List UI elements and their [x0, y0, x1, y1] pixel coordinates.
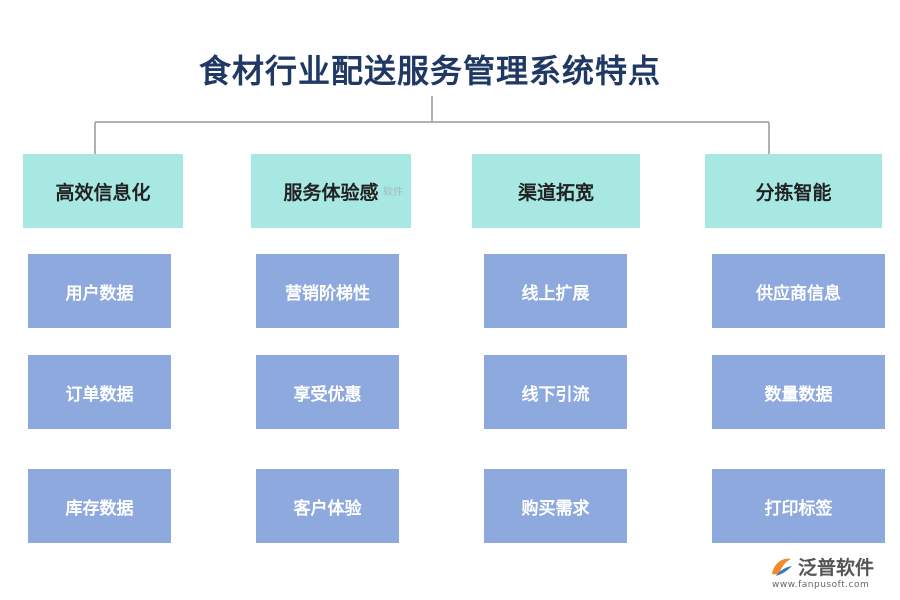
fanpu-logo-icon: [772, 558, 792, 576]
feature-box: 订单数据: [28, 355, 171, 429]
brand-url: www.fanpusoft.com: [772, 580, 870, 590]
feature-box: 库存数据: [28, 469, 171, 543]
brand-logo: 泛普软件: [768, 553, 874, 580]
brand-name: 泛普软件: [798, 557, 875, 579]
watermark-overlay: 软件: [383, 187, 403, 198]
feature-box: 购买需求: [484, 469, 627, 543]
feature-box: 享受优惠: [256, 355, 399, 429]
feature-box: 数量数据: [712, 355, 885, 429]
category-box: 服务体验感: [251, 154, 411, 228]
category-box: 高效信息化: [23, 154, 183, 228]
category-box: 渠道拓宽: [472, 154, 640, 228]
category-box: 分拣智能: [705, 154, 882, 228]
feature-box: 用户数据: [28, 254, 171, 328]
feature-box: 线下引流: [484, 355, 627, 429]
feature-box: 打印标签: [712, 469, 885, 543]
feature-box: 线上扩展: [484, 254, 627, 328]
diagram-title: 食材行业配送服务管理系统特点: [198, 52, 661, 90]
feature-box: 营销阶梯性: [256, 254, 399, 328]
feature-box: 客户体验: [256, 469, 399, 543]
feature-box: 供应商信息: [712, 254, 885, 328]
